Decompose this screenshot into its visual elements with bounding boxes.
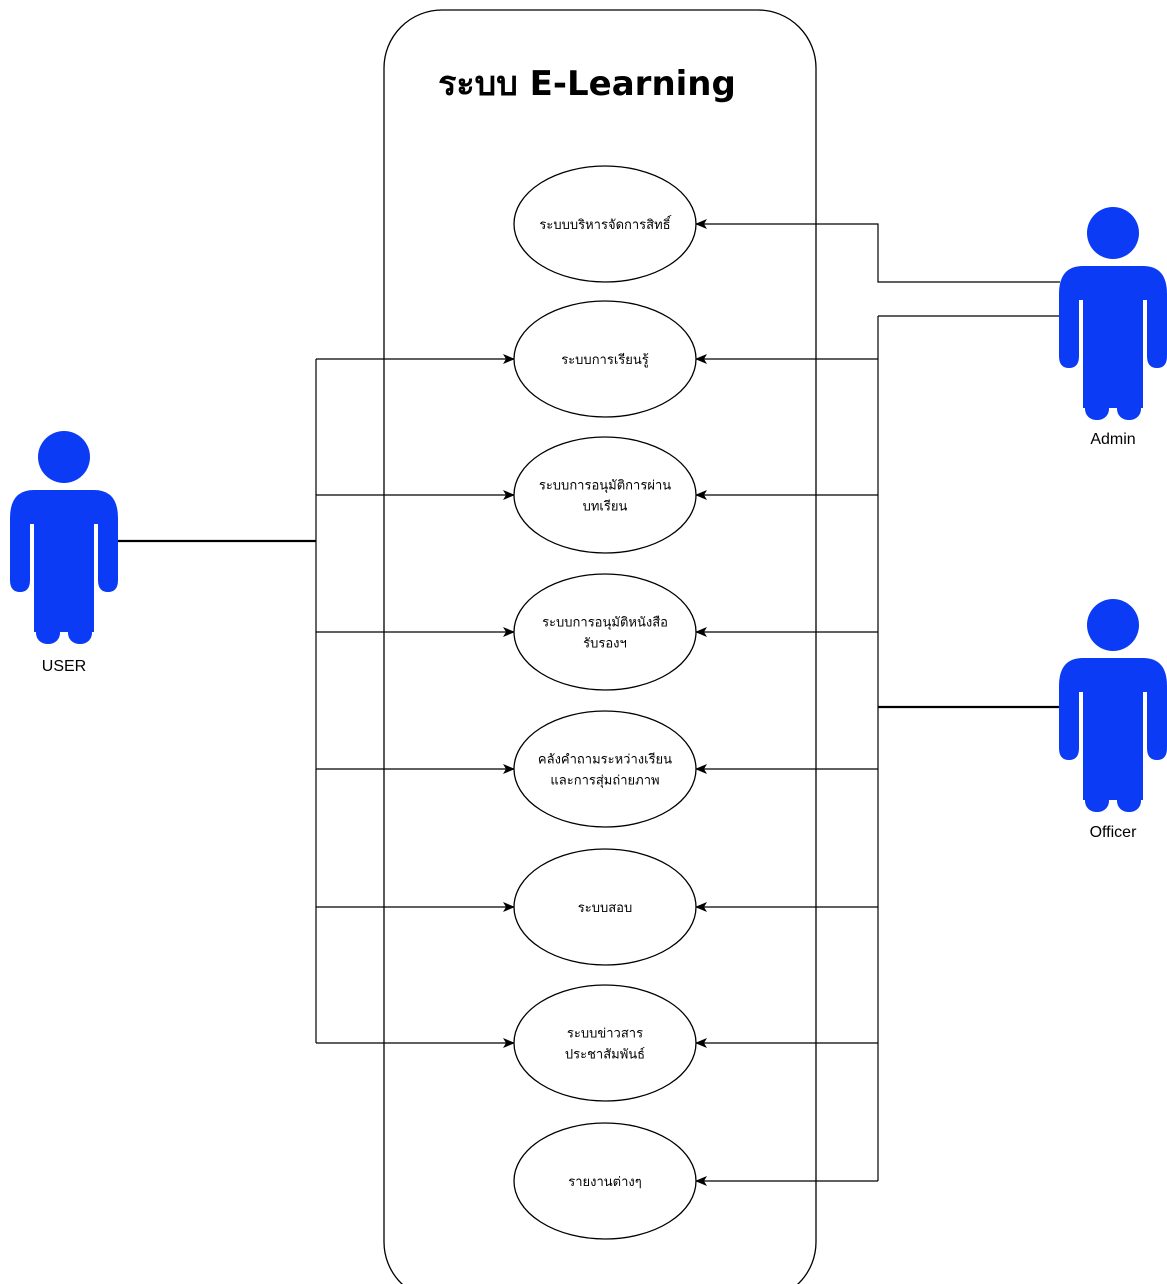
use-case-label: ประชาสัมพันธ์ — [565, 1047, 645, 1063]
person-icon — [1059, 207, 1167, 420]
use-case-label: ระบบการอนุมัติหนังสือ — [542, 615, 668, 631]
system-boundary: ระบบ E-Learning — [383, 9, 817, 1284]
use-case-label: และการสุ่มถ่ายภาพ — [550, 774, 659, 789]
use-case-ellipse — [513, 710, 697, 828]
officer-actor: Officer — [1059, 599, 1167, 841]
admin-actor: Admin — [1059, 207, 1167, 448]
use-case-ellipse — [513, 165, 697, 283]
admin-association-arrow — [695, 219, 1060, 283]
use-case[interactable]: ระบบการเรียนรู้ — [513, 300, 697, 418]
use-case-label: ระบบบริหารจัดการสิทธิ์ — [539, 215, 672, 233]
use-case-label: คลังคำถามระหว่างเรียน — [538, 752, 672, 768]
use-case-label: รับรองฯ — [583, 637, 627, 652]
use-case-ellipse — [513, 573, 697, 691]
person-icon — [10, 431, 118, 644]
use-case-ellipse — [513, 436, 697, 554]
use-case-label: บทเรียน — [583, 499, 628, 515]
use-case-label: ระบบการเรียนรู้ — [561, 352, 649, 368]
use-case[interactable]: ระบบสอบ — [513, 848, 697, 966]
person-icon — [1059, 599, 1167, 812]
use-case[interactable]: ระบบบริหารจัดการสิทธิ์ — [513, 165, 697, 283]
use-cases: ระบบบริหารจัดการสิทธิ์ระบบการเรียนรู้ระบ… — [513, 165, 697, 1240]
use-case-ellipse — [513, 848, 697, 966]
use-case-label: ระบบข่าวสาร — [567, 1027, 643, 1042]
use-case[interactable]: ระบบการอนุมัติหนังสือรับรองฯ — [513, 573, 697, 691]
use-case[interactable]: รายงานต่างๆ — [513, 1122, 697, 1240]
user-label: USER — [42, 658, 86, 675]
use-case-label: ระบบสอบ — [578, 901, 632, 916]
officer-label: Officer — [1090, 824, 1138, 841]
system-title: ระบบ E-Learning — [438, 64, 736, 104]
use-case-label: รายงานต่างๆ — [568, 1175, 642, 1190]
use-case-ellipse — [513, 1122, 697, 1240]
use-case-ellipse — [513, 984, 697, 1102]
admin-label: Admin — [1090, 431, 1135, 448]
user-actor: USER — [10, 431, 118, 675]
use-case-ellipse — [513, 300, 697, 418]
use-case-label: ระบบการอนุมัติการผ่าน — [539, 479, 671, 494]
connectors — [118, 219, 1060, 1186]
